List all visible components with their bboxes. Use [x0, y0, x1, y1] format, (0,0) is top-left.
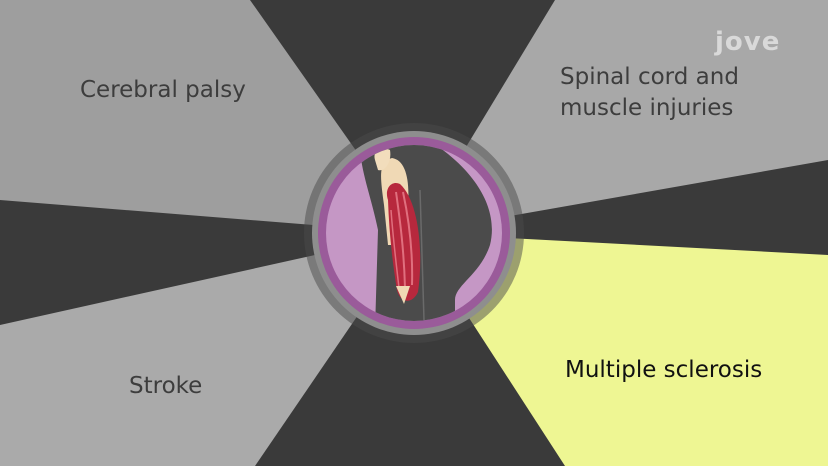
label-cerebral-palsy: Cerebral palsy	[80, 77, 246, 103]
label-stroke: Stroke	[129, 373, 203, 399]
segment-stroke	[0, 233, 414, 466]
jove-logo: jove	[715, 27, 781, 57]
segment-spinal-cord	[414, 0, 828, 233]
label-multiple-sclerosis: Multiple sclerosis	[565, 357, 763, 383]
label-spinal-cord-muscle-injuries: Spinal cord and muscle injuries	[560, 62, 739, 124]
label-line-2: muscle injuries	[560, 95, 734, 121]
segment-cerebral-palsy	[0, 0, 414, 233]
label-line-1: Spinal cord and	[560, 64, 739, 90]
arm-muscle-illustration	[360, 145, 492, 321]
segment-multiple-sclerosis	[414, 233, 828, 466]
